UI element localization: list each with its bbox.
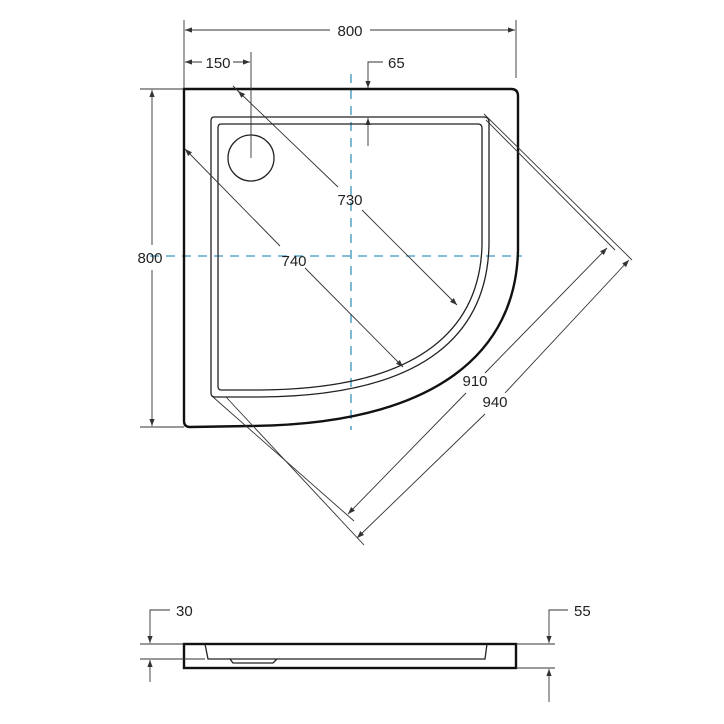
outer-diagonal-dimension: 740: [184, 148, 404, 368]
basin-profile: [204, 643, 488, 660]
outer-chord-label: 940: [482, 394, 507, 411]
rim-width-dimension: 65: [365, 55, 405, 146]
outer-diagonal-label: 740: [281, 253, 306, 270]
inner-chord-label: 910: [462, 373, 487, 390]
inner-diagonal-dimension: 730: [232, 85, 458, 306]
tray-basin-outline: [217, 123, 483, 391]
side-view: [182, 642, 518, 670]
total-height-label: 55: [574, 603, 591, 620]
height-dimension: 800: [137, 88, 184, 428]
inner-depth-dimension: 30: [140, 603, 205, 682]
height-label: 800: [137, 250, 162, 267]
width-dimension: 800: [183, 20, 517, 88]
rim-width-label: 65: [388, 55, 405, 72]
drain-offset-dimension: 150: [185, 52, 252, 158]
tray-side-outline: [182, 642, 518, 670]
inner-depth-label: 30: [176, 603, 193, 620]
tray-outer-outline: [182, 87, 520, 429]
total-height-dimension: 55: [516, 603, 591, 702]
tray-rim-outline: [210, 116, 490, 398]
chord-dimensions: 910 940: [212, 113, 633, 546]
inner-diagonal-label: 730: [337, 192, 362, 209]
width-label: 800: [337, 23, 362, 40]
drain-offset-label: 150: [205, 55, 230, 72]
drain-profile: [229, 658, 278, 664]
